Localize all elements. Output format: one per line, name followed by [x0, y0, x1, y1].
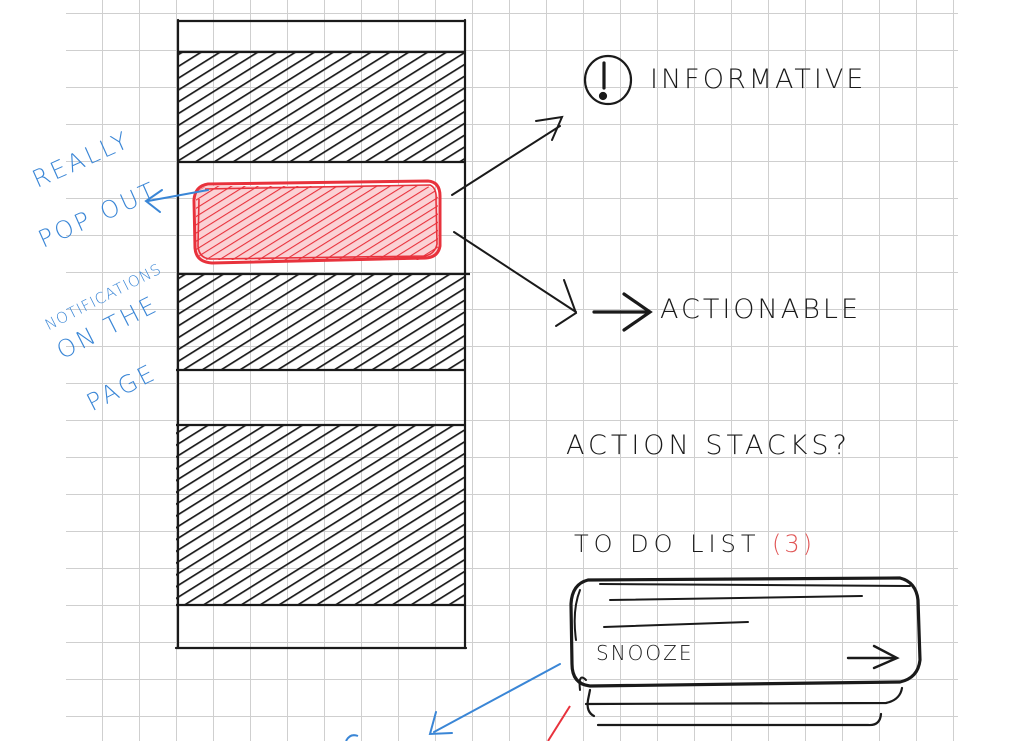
exclamation-circle-icon	[583, 54, 633, 106]
arrow-to-informative	[451, 115, 564, 196]
page-margin-right	[958, 0, 1024, 741]
content-block-3	[176, 423, 466, 607]
arrow-right-icon	[592, 292, 653, 332]
label-action-stacks: Action stacks?	[566, 430, 851, 461]
note-arrow-bottom	[428, 663, 561, 736]
label-todo-count: (3)	[772, 530, 815, 558]
note-arrow-top	[144, 189, 209, 213]
content-block-1	[178, 50, 466, 164]
note-fragment	[345, 734, 359, 741]
label-todo-list: To do list	[574, 530, 761, 558]
label-snooze: Snooze	[596, 641, 694, 665]
label-actionable: Actionable	[660, 294, 862, 325]
red-stroke-fragment	[547, 705, 571, 741]
content-block-2	[176, 272, 470, 372]
highlighted-notification	[192, 179, 442, 265]
action-stack	[569, 576, 922, 727]
page-margin-left	[0, 0, 66, 741]
arrow-to-actionable	[453, 231, 578, 327]
label-informative: Informative	[650, 64, 867, 95]
